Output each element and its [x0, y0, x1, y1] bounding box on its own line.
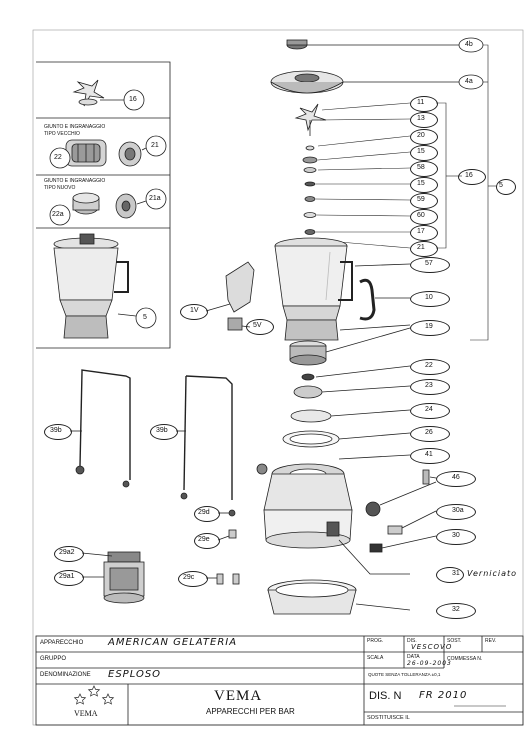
callout-ring-13 — [410, 112, 438, 128]
callout-inset-16-label: 16 — [129, 96, 137, 103]
leader-lines — [315, 44, 496, 341]
callout-ring-15b — [410, 177, 438, 193]
annotation-verniciato: Verniciato — [467, 569, 518, 578]
callout-ring-16 — [458, 169, 486, 185]
part-blade-stack — [294, 103, 327, 235]
callout-ring-32 — [436, 603, 476, 619]
sostituisce-label: SOSTITUISCE IL — [367, 715, 410, 721]
callout-ring-21 — [410, 241, 438, 257]
callout-ring-17 — [410, 225, 438, 241]
callout-ring-15a — [410, 145, 438, 161]
part-39b-wire-right — [176, 375, 233, 500]
callout-ring-23 — [410, 379, 450, 395]
callout-inset-22a-label: 22a — [52, 211, 64, 218]
callout-ring-10 — [410, 291, 450, 307]
callout-ring-30a — [436, 504, 476, 520]
callout-ring-22 — [410, 359, 450, 375]
callout-ring-29a1 — [54, 570, 84, 586]
callout-inset-5-label: 5 — [143, 314, 147, 321]
vema-logo-stars — [73, 685, 115, 705]
data-label: DATA — [407, 654, 420, 660]
company-subtitle: APPARECCHI PER BAR — [206, 707, 295, 716]
callout-ring-24 — [410, 403, 450, 419]
dis-value: VESCOVO — [411, 643, 453, 651]
sheet-frame — [32, 29, 524, 726]
inset-panels — [36, 61, 171, 349]
apparecchio-value: AMERICAN GELATERIA — [108, 637, 238, 648]
callout-ring-41 — [410, 448, 450, 464]
part-4a-lid — [270, 70, 484, 94]
callout-ring-29c — [178, 571, 208, 587]
callout-inset-21a-label: 21a — [149, 195, 161, 202]
callout-ring-29d — [194, 506, 220, 522]
inset-blade-assembly — [72, 79, 145, 111]
denominazione-label: DENOMINAZIONE — [40, 672, 91, 678]
part-19-coupling — [289, 327, 411, 366]
part-right-small — [365, 469, 437, 553]
callout-ring-31 — [436, 567, 464, 583]
old-coupling-title-2: TIPO VECCHIO — [44, 131, 80, 137]
callout-ring-11 — [410, 96, 438, 112]
prog-label: PROG. — [367, 638, 384, 644]
callout-inset-21-label: 21 — [151, 142, 159, 149]
commessa-label: COMMESSA N. — [447, 656, 483, 662]
callout-ring-57 — [410, 257, 450, 273]
old-coupling-title-1: GIUNTO E INGRANAGGIO — [44, 124, 106, 130]
callout-inset-22-label: 22 — [54, 154, 62, 161]
part-29-small — [206, 509, 240, 585]
company-name: VEMA — [214, 688, 263, 704]
inset-new-coupling — [49, 188, 167, 226]
callout-ring-19 — [410, 320, 450, 336]
title-block-grid — [35, 635, 524, 726]
callout-ring-46 — [436, 471, 476, 487]
part-24-26-gaskets — [282, 409, 411, 460]
callout-4a: 4a — [465, 78, 473, 85]
callout-inset-5 — [135, 307, 157, 329]
callout-ring-30 — [436, 529, 476, 545]
new-coupling-title-2: TIPO NUOVO — [44, 185, 76, 191]
logo-text: VEMA — [74, 709, 98, 718]
part-handle — [359, 278, 410, 321]
tolerance-note: QUOTE SENZA TOLLERANZA ±0,1 — [368, 672, 441, 677]
inset-jar-assembly — [53, 233, 157, 339]
part-switch-1v-5v — [205, 261, 255, 331]
callout-ring-59 — [410, 193, 438, 209]
callout-ring-1v — [180, 304, 208, 320]
callout-ring-39b-left — [44, 424, 72, 440]
part-39b-wire-left — [70, 369, 131, 488]
dis-n-value: FR 2010 — [419, 690, 468, 701]
part-22-23 — [293, 365, 411, 399]
new-coupling-title-1: GIUNTO E INGRANAGGIO — [44, 178, 106, 184]
inset-old-coupling — [49, 135, 167, 169]
scala-label: SCALA — [367, 655, 384, 661]
callout-4b: 4b — [465, 41, 473, 48]
part-4b-plug — [286, 37, 484, 53]
denominazione-value: ESPLOSO — [108, 669, 162, 680]
callout-ring-58 — [410, 161, 438, 177]
callout-inset-16 — [123, 89, 145, 111]
part-jar-body — [274, 237, 411, 341]
gruppo-label: GRUPPO — [40, 656, 67, 662]
callout-ring-26 — [410, 426, 450, 442]
rev-label: REV. — [485, 638, 497, 644]
dis-label: DIS. — [407, 638, 417, 644]
sost-label: SOST. — [447, 638, 462, 644]
callout-ring-39b-right — [150, 424, 178, 440]
callout-ring-5v — [246, 319, 274, 335]
part-29a-motor — [81, 551, 145, 604]
part-32-tray — [267, 579, 411, 615]
callout-ring-29e — [194, 533, 220, 549]
callout-ring-29a2 — [54, 546, 84, 562]
callout-ring-20 — [410, 129, 438, 145]
callout-ring-5 — [496, 179, 516, 195]
data-value: 26-09-2003 — [407, 660, 452, 667]
apparecchio-label: APPARECCHIO — [40, 640, 84, 646]
dis-n-label: DIS. N — [369, 690, 402, 702]
part-31-base — [256, 463, 410, 575]
callout-ring-60 — [410, 209, 438, 225]
